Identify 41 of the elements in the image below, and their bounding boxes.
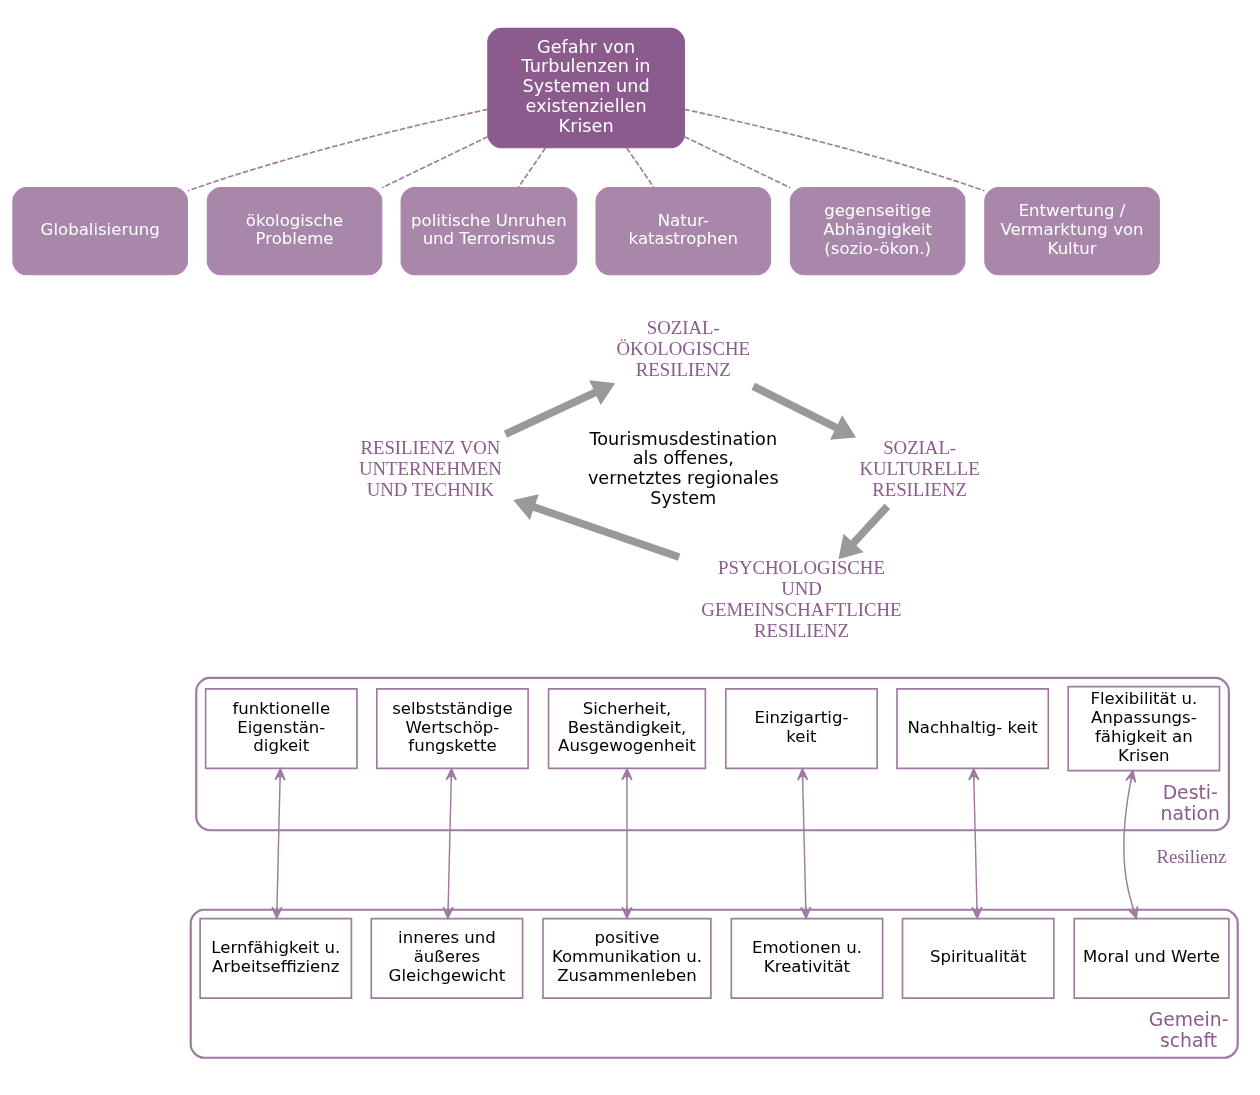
arrow <box>503 380 616 438</box>
arrow <box>442 768 457 919</box>
node-text: SOZIAL- KULTURELLE RESILIENZ <box>859 436 980 500</box>
node-box: Spiritualität <box>901 917 1055 999</box>
arrow <box>797 768 812 919</box>
node-box: funktionelle Eigenstän- digkeit <box>204 688 358 770</box>
node-box: Moral und Werte <box>1073 917 1230 999</box>
node-text: RESILIENZ VON UNTERNEHMEN UND TECHNIK <box>358 436 502 500</box>
connector <box>625 147 655 188</box>
node-box: politische Unruhen und Terrorismus <box>400 186 578 276</box>
node-text: PSYCHOLOGISCHE UND GEMEINSCHAFTLICHE RESILIENZ <box>701 556 902 641</box>
connector <box>187 108 489 192</box>
arrow <box>751 382 857 440</box>
arrow <box>621 768 633 919</box>
node-box: Gefahr von Turbulenzen in Systemen und existenziellen Krisen <box>487 27 685 149</box>
node-box: ökologische Probleme <box>206 186 383 276</box>
connector <box>683 108 986 192</box>
arrow <box>968 768 983 919</box>
label: Tourismusdestination als offenes, vernetztes regionales System <box>587 428 779 509</box>
arrow <box>1123 769 1139 920</box>
node-box: Globalisierung <box>12 186 188 276</box>
node-box: Entwertung / Vermarktung von Kultur <box>984 186 1160 276</box>
node-text: SOZIAL- ÖKOLOGISCHE RESILIENZ <box>616 316 751 380</box>
node-box: Flexibilität u. Anpassungs- fähigkeit an Krisen <box>1067 685 1221 772</box>
node-box: Sicherheit, Beständigkeit, Ausgewogenheit <box>547 688 707 770</box>
node-box: positive Kommunikation u. Zusammenleben <box>542 917 712 999</box>
node-box: Emotionen u. Kreativität <box>730 917 884 999</box>
node-box: inneres und äußeres Gleichgewicht <box>370 917 524 999</box>
connector <box>381 135 489 189</box>
node-box: selbstständige Wertschöp- fungskette <box>376 688 529 770</box>
node-box: Nachhaltig- keit <box>896 688 1050 770</box>
node-box: Einzigartig- keit <box>724 688 878 770</box>
node-box: Lernfähigkeit u. Arbeitseffizienz <box>199 917 353 999</box>
connector <box>517 147 547 188</box>
node-box: Natur- katastrophen <box>595 186 772 276</box>
node-box: gegenseitige Abhängigkeit (sozio-ökon.) <box>789 186 966 276</box>
arrow <box>838 503 891 560</box>
arrow <box>513 494 681 561</box>
label: Resilienz <box>1156 846 1227 868</box>
connector <box>683 135 791 189</box>
arrow <box>271 768 286 919</box>
